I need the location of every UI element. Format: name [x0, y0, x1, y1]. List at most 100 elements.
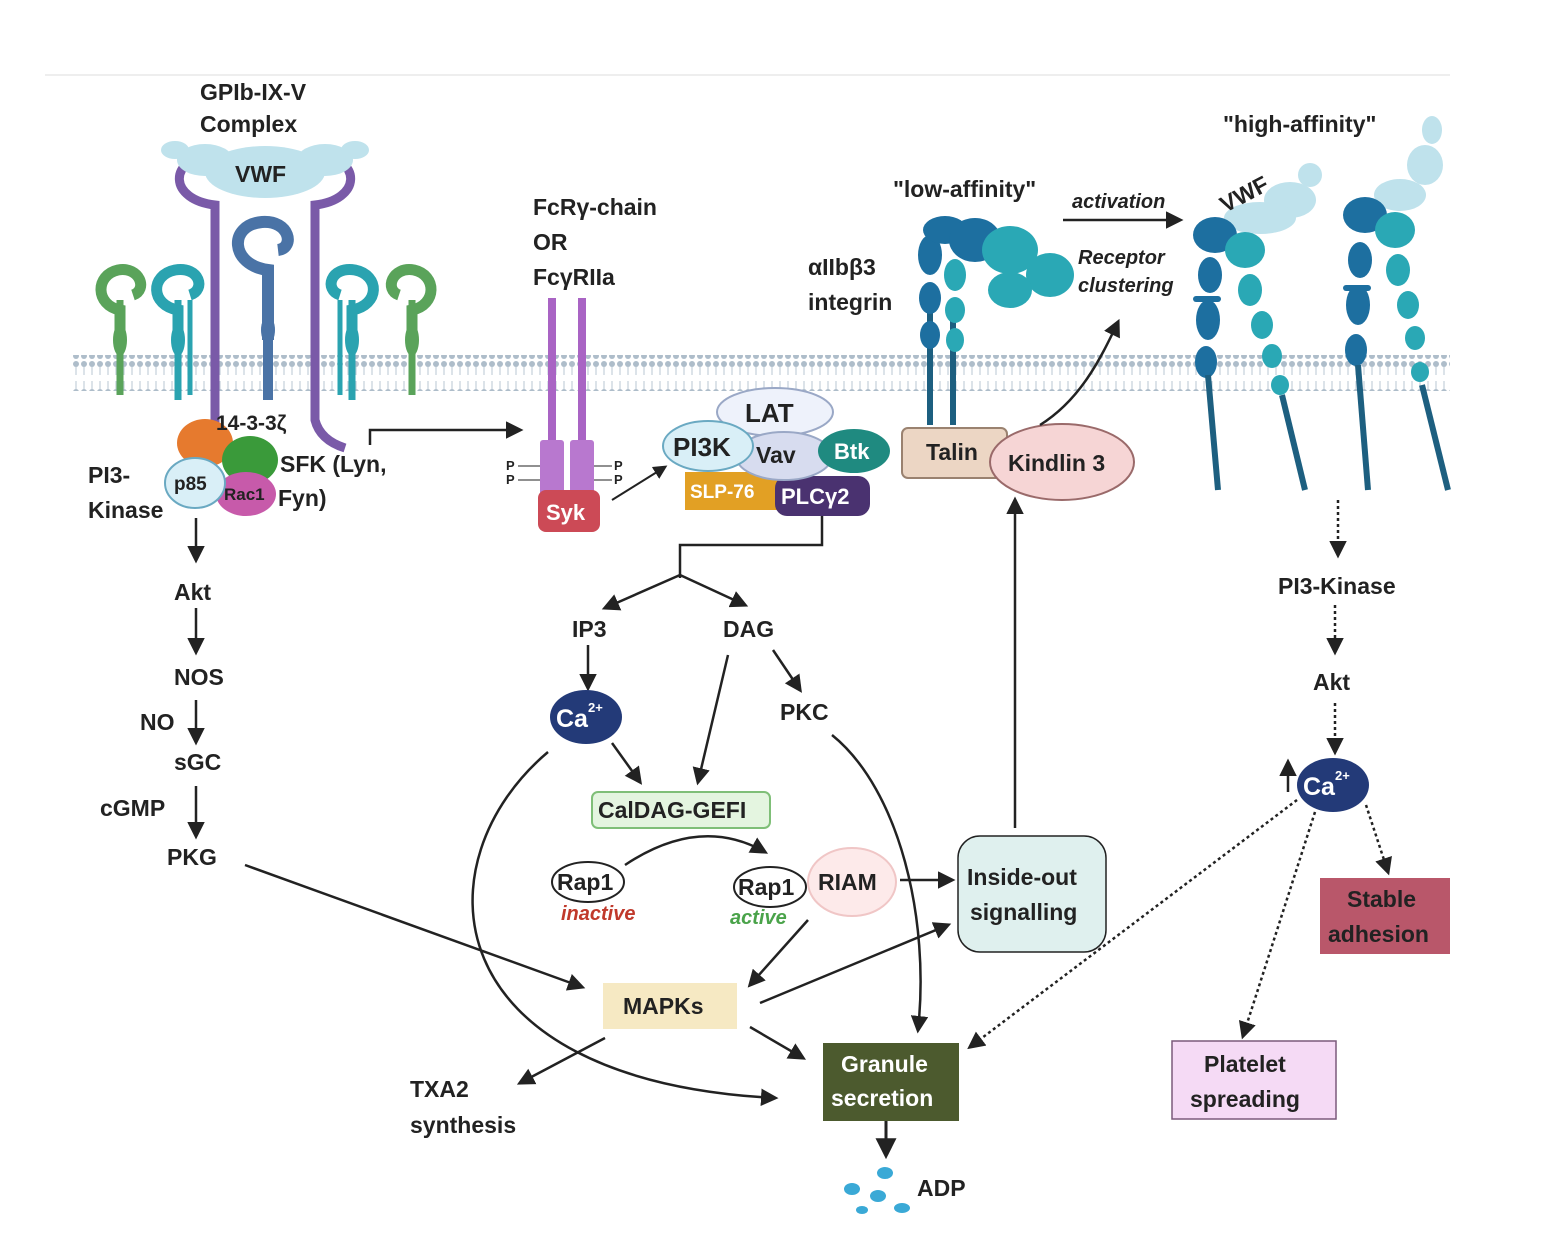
txa2-line1: TXA2: [410, 1076, 469, 1102]
arrow-to-ip3: [601, 573, 681, 611]
high-affinity-label: "high-affinity": [1223, 111, 1376, 137]
low-affinity-integrin: [918, 216, 1074, 425]
label-pi3k-line2: Kinase: [88, 497, 163, 523]
calcium-ion-middle: [550, 690, 622, 744]
green-receptor-left: [95, 264, 147, 395]
right-pathway: PI3-Kinase Akt Ca 2+ Stable adhesion Pla…: [967, 500, 1450, 1120]
gpib-beta-hook: [231, 216, 294, 340]
gpib-complex: GPIb-IX-V Complex VWF: [88, 79, 437, 523]
fc-line3: FcγRIIa: [533, 264, 615, 290]
high-affinity-integrin-1: [1193, 163, 1322, 491]
label-sfk-line1: SFK (Lyn,: [280, 451, 386, 477]
line-plc-branch: [678, 516, 824, 578]
stable-adhesion-box: [1320, 878, 1450, 954]
ca-middle-sup: 2+: [588, 700, 603, 715]
activation-label: activation: [1072, 191, 1165, 213]
rap1-inactive-label: Rap1: [557, 869, 613, 895]
arrow-pkg-to-mapks: [244, 863, 586, 991]
mapks-label: MAPKs: [623, 993, 704, 1019]
label-14-3-3: 14-3-3ζ: [216, 412, 287, 435]
vwf-label: VWF: [235, 161, 286, 187]
left-sgc: sGC: [174, 749, 221, 775]
insideout-line2: signalling: [970, 899, 1077, 925]
fc-receptor: FcRγ-chain OR FcγRIIa P P P P Syk: [506, 194, 657, 532]
talin-label: Talin: [926, 439, 978, 465]
label-p85: p85: [174, 474, 207, 495]
arrow-rap1-activation: [624, 835, 769, 867]
adp-dots: [844, 1167, 910, 1214]
arrow-kindlin-to-clustering: [1039, 318, 1120, 427]
btk-label: Btk: [834, 439, 870, 464]
integrin-section: αIIbβ3 integrin "low-affinity" activatio…: [808, 111, 1451, 501]
gpib-title-line2: Complex: [200, 111, 297, 137]
left-nos: NOS: [174, 664, 224, 690]
protein-rac1: [216, 472, 276, 516]
rap1-active-label: Rap1: [738, 874, 794, 900]
caldag-label: CalDAG-GEFI: [598, 797, 746, 823]
stable-line2: adhesion: [1328, 921, 1429, 947]
right-akt-label: Akt: [1313, 669, 1350, 695]
riam-label: RIAM: [818, 869, 877, 895]
receptor-label: Receptor: [1078, 247, 1166, 269]
middle-pathway: IP3 DAG Ca 2+ PKC CalDAG-GEFI Rap1 inact…: [244, 496, 1107, 1214]
syk-label: Syk: [546, 500, 586, 525]
plcg2-label: PLCγ2: [781, 484, 849, 509]
integrin-label-line2: integrin: [808, 289, 892, 315]
arrow-to-dag: [679, 573, 749, 608]
gpib-title-line1: GPIb-IX-V: [200, 79, 307, 105]
syk-box: [538, 490, 600, 532]
inactive-label: inactive: [561, 903, 635, 925]
protein-sfk: [222, 436, 278, 484]
green-receptor-right: [385, 264, 437, 395]
label-sfk-line2: Fyn): [278, 485, 327, 511]
gpib-alpha-chain-right: [310, 147, 356, 453]
insideout-line1: Inside-out: [967, 864, 1077, 890]
arrow-syk-to-complex: [611, 465, 668, 501]
pi3k-ellipse: [662, 420, 754, 472]
caldag-box: [591, 791, 771, 829]
granule-line2: secretion: [831, 1085, 933, 1111]
spreading-line2: spreading: [1190, 1086, 1300, 1112]
arrow-mapks-to-txa2: [516, 1036, 606, 1085]
fc-line1: FcRγ-chain: [533, 194, 657, 220]
platelet-spreading-box: [1171, 1040, 1337, 1120]
dag-label: DAG: [723, 616, 774, 642]
riam-ellipse: [807, 847, 897, 917]
fc-line2: OR: [533, 229, 568, 255]
lat-complex: SLP-76 PLCγ2 LAT Vav PI3K Btk: [662, 387, 890, 516]
rap1-active-ellipse: [733, 866, 807, 908]
arrow-rap1-to-mapks: [747, 919, 809, 988]
label-pi3k-line1: PI3-: [88, 462, 130, 488]
slp76-label: SLP-76: [690, 482, 754, 503]
left-no: NO: [140, 709, 175, 735]
plcg2-box: [775, 476, 870, 516]
btk-ellipse: [818, 429, 890, 473]
arrow-pkc-to-granule: [831, 734, 929, 1034]
calcium-ion-right: [1297, 758, 1369, 812]
p-left-1: P: [506, 458, 515, 473]
rap1-inactive-ellipse: [551, 861, 625, 903]
pkc-label: PKC: [780, 699, 829, 725]
left-pathway: Akt NOS NO sGC cGMP PKG: [100, 518, 224, 870]
granule-box: [823, 1043, 959, 1121]
ca-right-label: Ca: [1303, 773, 1336, 801]
ip3-label: IP3: [572, 616, 607, 642]
integrin-label-line1: αIIbβ3: [808, 254, 876, 280]
ca-right-sup: 2+: [1335, 768, 1350, 783]
vwf-blob: [161, 141, 369, 198]
mapks-box: [603, 983, 737, 1029]
lat-label: LAT: [745, 398, 794, 428]
left-cgmp: cGMP: [100, 795, 165, 821]
p-left-2: P: [506, 472, 515, 487]
pi3k-label: PI3K: [673, 432, 731, 462]
teal-receptor-left: [151, 264, 205, 400]
protein-14-3-3: [177, 419, 233, 467]
arrow-mapks-to-insideout: [759, 922, 952, 1005]
vav-label: Vav: [756, 442, 796, 468]
arrow-ca-to-granule: [471, 751, 779, 1106]
active-label: active: [730, 907, 787, 929]
teal-receptor-right: [325, 264, 379, 400]
left-pkg: PKG: [167, 844, 217, 870]
stable-line1: Stable: [1347, 886, 1416, 912]
